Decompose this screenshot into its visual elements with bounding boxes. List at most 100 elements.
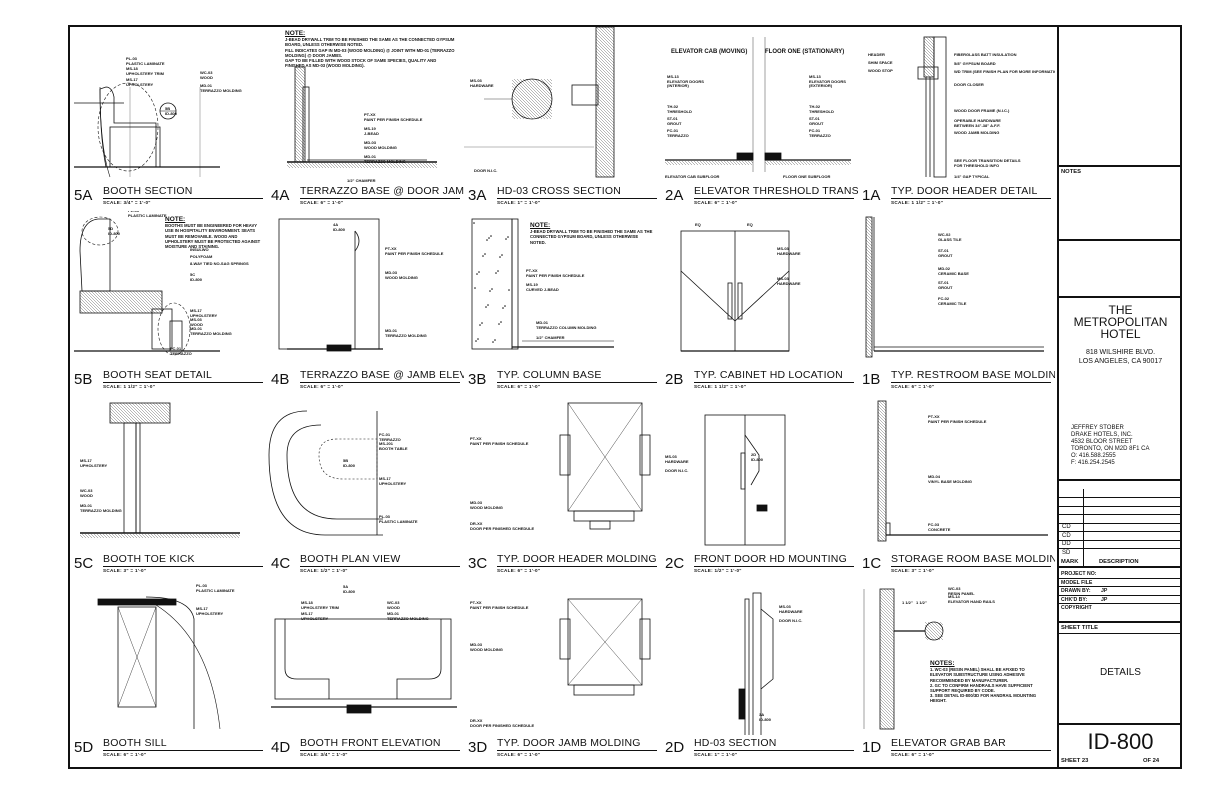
info-row: CHK'D BY:JP [1059, 594, 1182, 603]
title-underline [694, 750, 854, 751]
material-callout: 1 1/2" [916, 600, 927, 605]
detail-note: NOTE:J-BEAD DRYWALL TRIM TO BE FINISHED … [530, 222, 655, 245]
material-callout: MS-17 UPHOLSTERY [196, 606, 224, 616]
title-underline [891, 566, 1051, 567]
detail-drawing-1b [865, 216, 1044, 358]
material-callout: 5B ID-800 [165, 106, 178, 116]
material-callout: MD-03 WOOD MOLDING [364, 140, 397, 150]
material-callout: MS-03 HARDWARE [665, 454, 689, 464]
detail-number: 1C [862, 555, 882, 572]
detail-drawing-1d [863, 588, 944, 730]
divider [1059, 633, 1182, 634]
detail-drawing-1a [917, 36, 947, 178]
title-underline [694, 382, 854, 383]
material-callout: DOOR CLOSER [954, 82, 984, 87]
revision-mark: SD [1062, 549, 1071, 556]
detail-drawing-5b [74, 216, 220, 356]
material-callout: ELEVATOR CAB SUBFLOOR [665, 174, 720, 179]
material-callout: FC-01 TERRAZZO [170, 346, 192, 356]
material-callout: WOOD DOOR FRAME (N.I.C.) [954, 108, 1010, 113]
client-line: 4532 BLOOR STREET [1071, 439, 1133, 445]
revision-row: CD [1059, 531, 1182, 540]
detail-scale: SCALE: 1/2" = 1'-0" [300, 568, 348, 573]
detail-drawing-4c [268, 410, 383, 536]
material-callout: WC-03 RESIN PANEL [948, 586, 975, 596]
elevation-heading: ELEVATOR CAB (MOVING) [671, 49, 748, 55]
title-underline [103, 566, 263, 567]
material-callout: MS-17 UPHOLSTERY [80, 458, 108, 468]
material-callout: WOOD STOP [868, 68, 893, 73]
detail-number: 3B [468, 371, 487, 388]
detail-scale: SCALE: 1/2" = 1'-0" [694, 568, 742, 573]
detail-scale: SCALE: 1" = 1'-0" [694, 752, 738, 757]
info-value: JP [1101, 596, 1108, 603]
project-address-line: 818 WILSHIRE BLVD. [1085, 349, 1156, 356]
detail-number: 4B [271, 371, 290, 388]
note-body: J-BEAD DRYWALL TRIM TO BE FINISHED THE S… [530, 229, 653, 245]
material-callout: MS-17 UPHOLSTERY [190, 308, 218, 318]
material-callout: MS-19 CURVED J-BEAD [526, 282, 559, 292]
title-underline [497, 750, 657, 751]
material-callout: MD-03 WOOD MOLDING [470, 500, 503, 510]
info-row: DRAWN BY:JP [1059, 586, 1182, 594]
detail-number: 3D [468, 739, 488, 756]
detail-scale: SCALE: 6" = 1'-0" [497, 384, 541, 389]
info-key: COPYRIGHT [1061, 604, 1092, 611]
material-callout: MD-01 TERRAZZO COLUMN MOLDING [536, 320, 597, 330]
detail-title: STORAGE ROOM BASE MOLDING [891, 553, 1055, 565]
material-callout: WC-03 WOOD [387, 600, 400, 610]
detail-caption: 3B TYP. COLUMN BASE SCALE: 6" = 1'-0" [468, 369, 657, 393]
notes-label: NOTES [1061, 169, 1081, 175]
material-callout: PL-03 PLASTIC LAMINATE [128, 211, 167, 218]
detail-drawing-3a [464, 27, 615, 178]
detail-number: 5A [74, 187, 93, 204]
material-callout: TH-02 THRESHOLD [667, 104, 692, 114]
title-underline [891, 198, 1051, 199]
material-callout: PL-03 PLASTIC LAMINATE [126, 56, 165, 66]
client-line: DRAKE HOTELS, INC. [1071, 432, 1133, 438]
title-underline [891, 382, 1051, 383]
detail-scale: SCALE: 1 1/2" = 1'-0" [103, 384, 156, 389]
title-underline [300, 198, 460, 199]
detail-note: NOTES:1. WC-03 (RESIN PANEL) SHALL BE AF… [930, 660, 1048, 704]
info-row: COPYRIGHT [1059, 602, 1182, 611]
project-name-line: THE [1108, 303, 1133, 317]
material-callout: MD-03 WOOD MOLDING [470, 642, 503, 652]
material-callout: DR-XX DOOR PER FINISHED SCHEDULE [470, 718, 535, 728]
title-underline [497, 198, 657, 199]
material-callout: FC-01 TERRAZZO [809, 128, 831, 138]
detail-title: BOOTH TOE KICK [103, 553, 195, 565]
material-callout: PT-XX PAINT PER FINISH SCHEDULE [385, 246, 444, 256]
material-callout: EQ [747, 222, 753, 227]
material-callout: MS-201 BOOTH TABLE [379, 441, 408, 451]
note-body: J-BEAD DRYWALL TRIM TO BE FINISHED THE S… [285, 37, 455, 69]
material-callout: MS-03 HARDWARE [777, 246, 801, 256]
note-heading: NOTES: [930, 660, 955, 667]
note-heading: NOTE: [530, 222, 551, 229]
note-heading: NOTE: [165, 216, 186, 223]
detail-number: 3A [468, 187, 487, 204]
material-callout: 3A ID-800 [759, 712, 772, 722]
material-callout: MD-01 TERRAZZO MOLDING [200, 83, 242, 93]
detail-scale: SCALE: 6" = 1'-0" [300, 384, 344, 389]
material-callout: FC-01 TERRAZZO [379, 432, 401, 442]
client-line: F: 416.254.2545 [1071, 460, 1115, 466]
detail-drawing-3b [471, 218, 614, 350]
material-callout: MS-18 UPHOLSTERY TRIM [301, 600, 340, 610]
detail-title: TYP. COLUMN BASE [497, 369, 602, 381]
title-underline [497, 382, 657, 383]
material-callout: MS-03 WOOD [190, 317, 203, 327]
